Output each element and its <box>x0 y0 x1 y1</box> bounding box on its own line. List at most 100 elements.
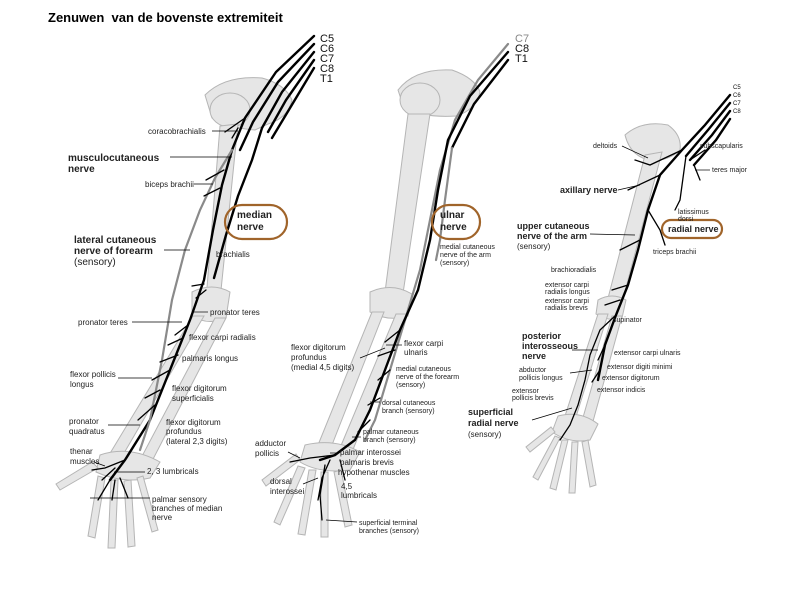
label-flexor-superficialis: flexor digitorum <box>172 384 227 393</box>
ulnar-nerve-label: ulnar <box>440 210 465 221</box>
label-palmaris-longus: palmaris longus <box>182 354 238 363</box>
ulnar-nerve-highlight <box>430 203 482 241</box>
label-ext-carpi-ulnaris: extensor carpi ulnaris <box>614 350 681 357</box>
label-palmar-cutaneous-branch: palmar cutaneous <box>363 429 419 436</box>
label-superficial-radial-sensory: (sensory) <box>468 430 502 439</box>
label-brachioradialis: brachioradialis <box>551 267 597 274</box>
label-latissimus-dorsi: latissimus <box>678 209 709 216</box>
radial-nerve-label: radial nerve <box>668 224 719 234</box>
label-coracobrachialis: coracobrachialis <box>148 127 206 136</box>
root-label: T1 <box>515 53 528 65</box>
label-superficial-radial: radial nerve <box>468 418 519 428</box>
label-ext-pollicis: extensor <box>512 388 540 395</box>
label-lumbricals: lumbricals <box>341 491 377 500</box>
label-thenar-muscles: thenar <box>70 447 93 456</box>
label-flexor-profundus: (lateral 2,3 digits) <box>166 437 228 446</box>
label-ext-digitorum: extensor digitorum <box>602 375 660 382</box>
label-pronator-teres: pronator teres <box>210 308 260 317</box>
label-subscapularis: subscapularis <box>700 143 743 150</box>
label-posterior-interosseous: interosseous <box>522 341 578 351</box>
label-adductor-pollicis: adductor <box>255 439 286 448</box>
label-ext-indicis: extensor indicis <box>597 387 646 394</box>
label-upper-cutaneous: (sensory) <box>517 242 551 251</box>
label-ecr-longus: radialis longus <box>545 289 590 296</box>
nerve-paths-2 <box>289 42 510 521</box>
label-palmar-sensory: palmar sensory <box>152 495 207 504</box>
label-posterior-interosseous: posterior <box>522 331 562 341</box>
label-flexor-pollicis-longus: longus <box>70 380 94 389</box>
label-ecr-longus: extensor carpi <box>545 282 589 289</box>
label-flexor-profundus: profundus <box>291 353 327 362</box>
panel-radial-nerve: C5 C6 C7 C8 radial nerve deltoids subsca… <box>468 85 748 494</box>
label-flexor-superficialis: superficialis <box>172 394 214 403</box>
label-palmar-sensory: branches of median <box>152 504 222 513</box>
label-upper-cutaneous: nerve of the arm <box>517 231 587 241</box>
label-ecr-brevis: extensor carpi <box>545 298 589 305</box>
root-label: C6 <box>320 43 334 55</box>
label-superficial-radial: superficial <box>468 407 513 417</box>
label-pronator-teres: pronator teres <box>78 318 128 327</box>
label-teres-major: teres major <box>712 167 748 174</box>
label-flexor-carpi-ulnaris: ulnaris <box>404 348 428 357</box>
label-lateral-cutaneous: lateral cutaneous <box>74 235 157 246</box>
root-label: C6 <box>733 93 741 99</box>
label-pronator-quadratus: quadratus <box>69 427 105 436</box>
label-flexor-profundus: profundus <box>166 427 202 436</box>
label-lateral-cutaneous: (sensory) <box>74 257 116 268</box>
arm-bones-3 <box>525 123 681 494</box>
label-palmaris-brevis: palmaris brevis <box>340 458 394 467</box>
median-nerve-highlight <box>223 203 289 241</box>
label-adductor-pollicis: pollicis <box>255 449 279 458</box>
median-nerve-label: median <box>237 210 272 221</box>
label-ecr-brevis: radialis brevis <box>545 305 588 312</box>
label-abductor-pollicis: pollicis longus <box>519 375 563 382</box>
panel-median-nerve: C5 C6 C7 C8 T1 median nerve coracobrachi… <box>55 33 334 549</box>
root-label: T1 <box>320 73 333 85</box>
label-medial-cutaneous-arm: medial cutaneous <box>440 244 495 251</box>
label-musculocutaneous: nerve <box>68 164 95 175</box>
nerve-paths-1 <box>91 34 316 501</box>
nerve-paths-3 <box>559 93 732 441</box>
root-label: C8 <box>320 63 334 75</box>
label-dorsal-interossei: dorsal <box>270 477 292 486</box>
label-musculocutaneous: musculocutaneous <box>68 153 160 164</box>
label-ext-digiti-minimi: extensor digiti minimi <box>607 364 673 371</box>
label-palmar-sensory: nerve <box>152 513 173 522</box>
label-axillary-nerve: axillary nerve <box>560 185 618 195</box>
label-pronator-quadratus: pronator <box>69 417 99 426</box>
label-triceps-brachii: triceps brachii <box>653 249 697 256</box>
label-posterior-interosseous: nerve <box>522 351 546 361</box>
ulnar-nerve-label: nerve <box>440 222 467 233</box>
label-lumbricals: 2, 3 lumbricals <box>147 467 199 476</box>
page-title: Zenuwen van de bovenste extremiteit <box>48 10 283 25</box>
root-label: C7 <box>320 53 334 65</box>
label-dorsal-cutaneous-branch: dorsal cutaneous <box>382 400 436 407</box>
label-lateral-cutaneous: nerve of forearm <box>74 246 153 257</box>
label-medial-cutaneous-arm: nerve of the arm <box>440 252 491 259</box>
label-deltoids: deltoids <box>593 143 618 150</box>
root-label: C5 <box>733 85 741 91</box>
label-ext-pollicis: pollicis brevis <box>512 395 554 402</box>
label-supinator: supinator <box>613 317 642 324</box>
label-dorsal-interossei: interossei <box>270 487 304 496</box>
label-medial-cutaneous-forearm: (sensory) <box>396 382 425 389</box>
label-biceps: biceps brachii <box>145 180 194 189</box>
radial-nerve-highlight <box>660 218 724 240</box>
label-flexor-pollicis-longus: flexor pollicis <box>70 370 116 379</box>
label-superficial-terminal: superficial terminal <box>359 520 418 527</box>
label-medial-cutaneous-arm: (sensory) <box>440 260 469 267</box>
label-hypothenar-muscles: hypothenar muscles <box>338 468 410 477</box>
arm-bones-2 <box>261 69 481 538</box>
label-brachialis: brachialis <box>216 250 250 259</box>
label-flexor-carpi-radialis: flexor carpi radialis <box>189 333 256 342</box>
panel-ulnar-nerve: C7 C8 T1 ulnar nerve medial cutaneous ne… <box>255 33 529 538</box>
label-palmar-interossei: palmar interossei <box>340 448 401 457</box>
label-superficial-terminal: branches (sensory) <box>359 528 419 535</box>
label-palmar-cutaneous-branch: branch (sensory) <box>363 437 416 444</box>
label-flexor-profundus: flexor digitorum <box>166 418 221 427</box>
root-label: C8 <box>515 43 529 55</box>
median-nerve-label: nerve <box>237 222 264 233</box>
label-thenar-muscles: muscles <box>70 457 99 466</box>
